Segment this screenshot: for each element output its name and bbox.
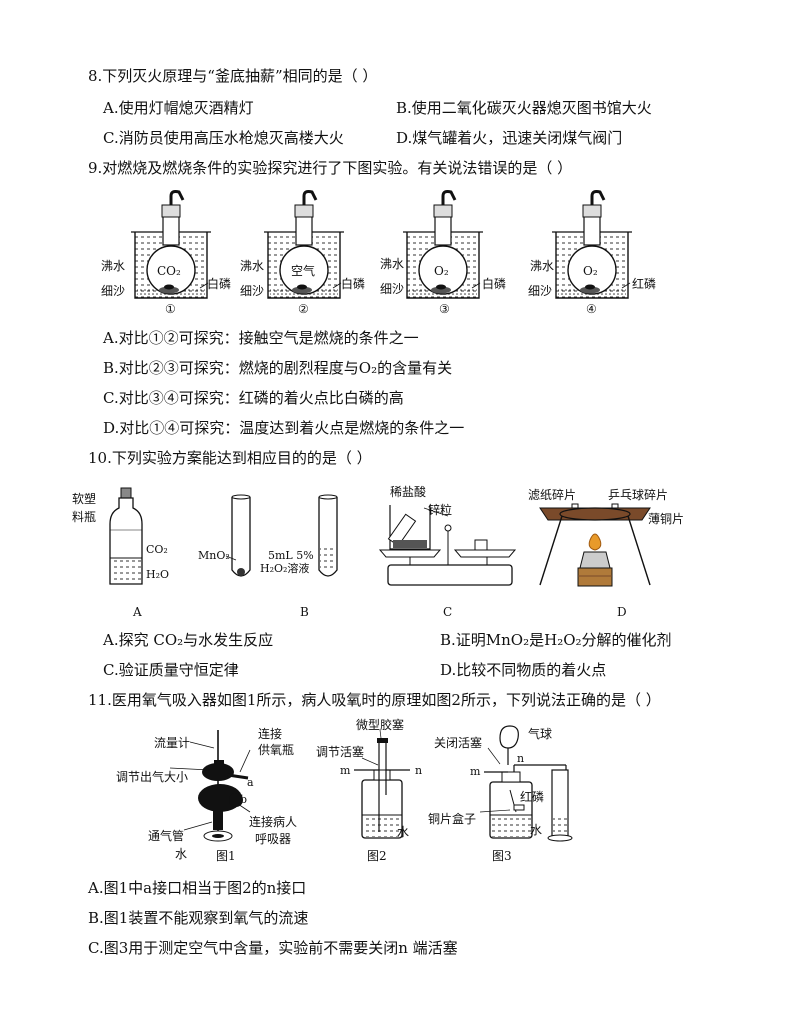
q10-label-h2o2-2: H₂O₂溶液	[260, 562, 310, 575]
q9-label-water-1: 沸水	[101, 259, 126, 273]
q11-label-m2: m	[340, 764, 351, 777]
q10-label-co2: CO₂	[146, 543, 168, 556]
q9-label-water-3: 沸水	[380, 257, 405, 271]
q11-figure-3	[479, 725, 573, 842]
q11-label-fig2: 图2	[367, 849, 387, 863]
q11-label-water-3: 水	[530, 823, 543, 837]
q8-option-a: A.使用灯帽熄灭酒精灯	[103, 99, 254, 117]
q10-label-mno2: MnO₂	[198, 549, 230, 562]
q11-label-patient-2: 呼吸器	[255, 832, 292, 846]
q11-option-b: B.图1装置不能观察到氧气的流速	[88, 909, 309, 927]
q9-label-gas-1: CO₂	[157, 264, 181, 278]
q11-option-c: C.图3用于测定空气中含量，实验前不需要关闭n 端活塞	[88, 939, 458, 957]
q11-label-water-1: 水	[175, 847, 188, 861]
q9-label-sand-2: 细沙	[240, 284, 265, 298]
q10-option-c: C.验证质量守恒定律	[103, 661, 239, 679]
q10-label-b: B	[300, 605, 309, 619]
q11-label-tube: 通气管	[148, 829, 185, 843]
q10-apparatus-c	[378, 505, 517, 586]
q10-label-bottle-2: 料瓶	[72, 510, 97, 524]
q9-label-num-4: ④	[586, 302, 597, 316]
q11-label-water-2: 水	[397, 825, 410, 839]
q9-option-c: C.对比③④可探究：红磷的着火点比白磷的高	[103, 389, 404, 407]
q9-label-sand-1: 细沙	[101, 284, 126, 298]
q9-label-num-2: ②	[298, 302, 309, 316]
q9-label-whitep-2: 白磷	[341, 277, 366, 291]
q11-label-n3: n	[517, 752, 525, 765]
q9-label-water-2: 沸水	[240, 259, 265, 273]
q9-apparatus-2	[264, 190, 344, 299]
q11-label-copper-box: 铜片盒子	[428, 812, 477, 826]
q9-apparatus-1	[131, 190, 211, 299]
q10-apparatus-a	[109, 487, 143, 585]
q9-label-whitep-1: 白磷	[207, 277, 232, 291]
q11-label-fig1: 图1	[216, 849, 236, 863]
q9-label-whitep-3: 白磷	[482, 277, 507, 291]
q9-label-num-1: ①	[165, 302, 176, 316]
q9-label-num-3: ③	[439, 302, 450, 316]
q11-figure-2	[354, 729, 410, 839]
q9-option-b: B.对比②③可探究：燃烧的剧烈程度与O₂的含量有关	[103, 359, 453, 377]
q9-option-a: A.对比①②可探究：接触空气是燃烧的条件之一	[103, 329, 419, 347]
q8-option-c: C.消防员使用高压水枪熄灭高楼大火	[103, 129, 344, 147]
q10-label-acid: 稀盐酸	[390, 485, 427, 499]
q11-label-fig3: 图3	[492, 849, 512, 863]
q11-label-n2: n	[415, 764, 423, 777]
q10-label-copper: 薄铜片	[648, 512, 685, 526]
q9-label-water-4: 沸水	[530, 259, 555, 273]
q11-label-flowmeter: 流量计	[154, 736, 191, 750]
q10-label-c: C	[443, 605, 453, 619]
q11-label-adjust: 调节出气大小	[116, 770, 189, 784]
q10-apparatus-d	[539, 503, 651, 587]
q9-apparatus-3	[403, 190, 483, 299]
q11-label-port-b: b	[240, 793, 248, 806]
q11-label-valve: 调节活塞	[316, 745, 365, 759]
q9-stem: 9.对燃烧及燃烧条件的实验探究进行了下图实验。有关说法错误的是（ ）	[88, 159, 573, 177]
q10-label-pingpong: 乒乓球碎片	[608, 488, 669, 502]
q10-option-a: A.探究 CO₂与水发生反应	[103, 631, 274, 649]
q9-label-sand-3: 细沙	[380, 282, 405, 296]
q11-label-m3: m	[470, 765, 481, 778]
q10-apparatus-b	[225, 494, 338, 577]
q11-label-redp: 红磷	[520, 790, 545, 804]
q11-stem: 11.医用氧气吸入器如图1所示，病人吸氧时的原理如图2所示，下列说法正确的是（ …	[88, 691, 661, 709]
q11-label-balloon: 气球	[528, 727, 553, 741]
q10-option-d: D.比较不同物质的着火点	[440, 661, 607, 679]
q11-figure-1	[169, 730, 251, 842]
q9-label-sand-4: 细沙	[528, 284, 553, 298]
q8-option-b: B.使用二氧化碳灭火器熄灭图书馆大火	[396, 99, 652, 117]
q9-option-d: D.对比①④可探究：温度达到着火点是燃烧的条件之一	[103, 419, 465, 437]
q9-label-gas-2: 空气	[291, 264, 316, 278]
q8-option-d: D.煤气罐着火，迅速关闭煤气阀门	[396, 129, 623, 147]
q11-label-plug: 微型胶塞	[356, 718, 405, 732]
q11-label-port-a: a	[247, 776, 254, 789]
q9-label-gas-3: O₂	[434, 264, 449, 278]
q10-label-zinc: 锌粒	[428, 503, 453, 517]
q10-label-a: A	[133, 605, 142, 619]
q10-label-bottle-1: 软塑	[72, 492, 97, 506]
q10-stem: 10.下列实验方案能达到相应目的的是（ ）	[88, 449, 372, 467]
q9-label-gas-4: O₂	[583, 264, 598, 278]
q10-option-b: B.证明MnO₂是H₂O₂分解的催化剂	[440, 631, 672, 649]
q10-label-paper: 滤纸碎片	[528, 488, 577, 502]
q9-apparatus-4	[552, 190, 632, 299]
q10-label-d: D	[617, 605, 627, 619]
q10-label-h2o: H₂O	[146, 568, 170, 581]
q11-label-patient-1: 连接病人	[249, 815, 298, 829]
q11-option-a: A.图1中a接口相当于图2的n接口	[88, 879, 307, 897]
q11-label-connect-1: 连接	[258, 727, 283, 741]
q8-stem: 8.下列灭火原理与“釜底抽薪”相同的是（ ）	[88, 67, 378, 85]
q11-label-close-valve: 关闭活塞	[434, 736, 483, 750]
q10-label-h2o2-1: 5mL 5%	[268, 549, 314, 562]
q11-label-connect-2: 供氧瓶	[258, 743, 295, 757]
q9-label-redp-4: 红磷	[632, 277, 657, 291]
